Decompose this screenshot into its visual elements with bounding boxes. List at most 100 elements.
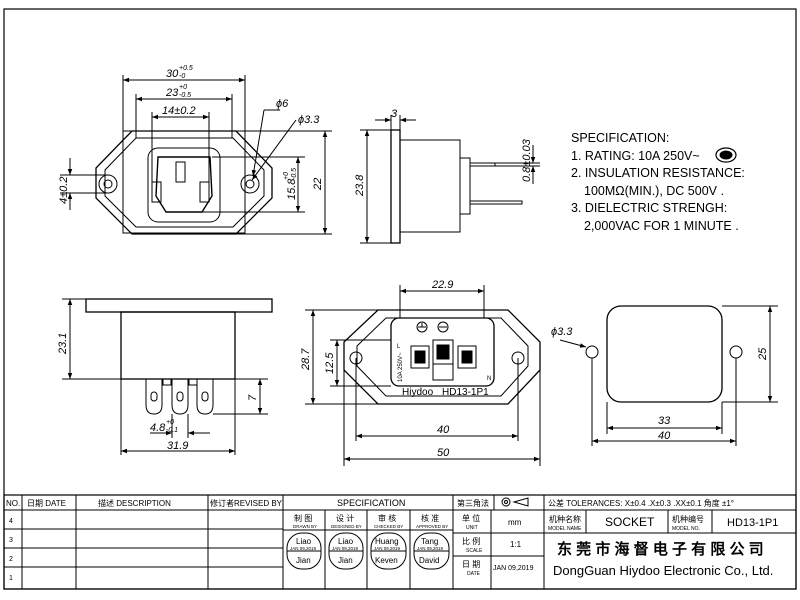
face-terminal-left xyxy=(410,345,430,369)
mount-hole-right-outer xyxy=(240,174,260,194)
side-view-flange xyxy=(390,129,401,244)
product-rating: 10A 250V~ xyxy=(398,352,404,382)
ground-symbol-icon xyxy=(416,321,428,333)
mount-hole-right-inner xyxy=(245,179,255,189)
mount-hole-left-inner xyxy=(103,179,113,189)
top-view-socket-inner xyxy=(155,156,213,213)
screw-icon xyxy=(437,321,449,333)
third-angle-projection-icon xyxy=(501,497,529,507)
spec-line-rating: 1. RATING: 10A 250V~ xyxy=(571,148,700,163)
tb-drawn-name: Liao xyxy=(296,537,312,546)
tb-checked-cn: 审 核 xyxy=(378,513,396,523)
dim-w23: 23 xyxy=(165,87,179,99)
dim-v158-tol-lo: -0.5 xyxy=(291,168,298,180)
dim-w14: 14±0.2 xyxy=(162,105,196,117)
rating-symbol-icon xyxy=(715,147,737,163)
side-view xyxy=(360,115,540,244)
dim-front-48: 4.8 xyxy=(150,422,166,434)
side-view-pin-upper xyxy=(469,162,496,167)
face-view-panel xyxy=(390,317,495,387)
dim-w30: 30 xyxy=(166,68,179,80)
dim-side-08: 0.8±0.03 xyxy=(521,138,533,182)
tb-model-no-value: HD13-1P1 xyxy=(727,517,778,529)
spec-line-dielectric: 3. DIELECTRIC STRENGH: xyxy=(571,201,728,216)
title-block xyxy=(3,494,797,590)
product-mark-n: N xyxy=(487,376,491,382)
face-view-flange-inner xyxy=(356,317,529,397)
terminal-right xyxy=(196,378,214,415)
dim-w23-tol-hi: +0 xyxy=(179,84,187,91)
product-model: HD13-1P1 xyxy=(442,387,489,398)
top-view-flange-inner xyxy=(104,137,265,228)
tb-rev-row-1: 1 xyxy=(9,575,13,582)
side-view-body xyxy=(399,139,471,233)
dim-front-319: 31.9 xyxy=(167,440,188,452)
face-view-flange xyxy=(343,309,541,405)
tb-rev-row-3: 3 xyxy=(9,537,13,544)
tb-scale-value: 1:1 xyxy=(510,540,522,549)
dim-right-40: 40 xyxy=(658,430,671,442)
title-block-frame xyxy=(3,494,797,590)
dim-front-231: 23.1 xyxy=(57,333,69,355)
tb-rev-row-2: 2 xyxy=(9,556,13,563)
dim-v4: 4±0.2 xyxy=(58,177,70,204)
tb-desc-label: 描述 DESCRIPTION xyxy=(98,498,171,508)
tb-checked-name2: Keven xyxy=(375,556,398,565)
tb-scale-cn: 比 例 xyxy=(462,536,480,546)
tb-checked-en: CHECKED BY xyxy=(374,524,403,529)
front-view-flange xyxy=(85,298,273,313)
tb-checked-date: JAN 09,2019 xyxy=(374,546,401,551)
tb-approved-date: JAN 09,2019 xyxy=(417,546,444,551)
tb-tolerance: 公差 TOLERANCES: X±0.4 .X±0.3 .XX±0.1 角度 ±… xyxy=(548,498,734,508)
cutout-hole-left xyxy=(585,345,599,359)
tb-unit-value: mm xyxy=(508,518,522,527)
dim-phi33-top: ϕ3.3 xyxy=(298,114,320,126)
tb-date-en: DATE xyxy=(467,571,481,577)
specification-block: SPECIFICATION: 1. RATING: 10A 250V~ 2. I… xyxy=(571,130,745,236)
product-mark-l: L xyxy=(397,344,401,350)
spec-heading: SPECIFICATION: xyxy=(571,131,670,145)
tb-model-name-cn: 机种名称 xyxy=(549,514,581,524)
dim-right-25: 25 xyxy=(757,347,769,361)
tb-date-value: JAN 09,2019 xyxy=(493,565,534,572)
face-terminal-right xyxy=(457,345,477,369)
dim-mid-287: 28.7 xyxy=(300,348,312,371)
tb-model-name-en: MODEL NAME xyxy=(548,526,582,532)
side-view-pin-lower xyxy=(469,200,523,205)
cutout-hole-right xyxy=(729,345,743,359)
pin-slot-left xyxy=(151,181,162,203)
pin-slot-center xyxy=(175,161,186,183)
tb-date-label: 日期 DATE xyxy=(27,499,66,508)
spec-line-dielectric-value: 2,000VAC FOR 1 MINUTE . xyxy=(584,218,739,233)
tb-designed-date: JAN 09,2019 xyxy=(332,546,359,551)
tb-drawn-date: JAN 09,2019 xyxy=(290,546,317,551)
tb-rev-row-4: 4 xyxy=(9,518,13,525)
dim-right-33: 33 xyxy=(658,415,671,427)
tb-approved-en: APPROVED BY xyxy=(416,524,448,529)
dim-mid-50: 50 xyxy=(437,447,450,459)
tb-designed-en: DESIGNED BY xyxy=(331,524,362,529)
dim-right-phi33: ϕ3.3 xyxy=(551,326,573,338)
dim-w23-tol-lo: -0.5 xyxy=(179,92,191,99)
tb-drawn-cn: 制 图 xyxy=(294,513,312,523)
tb-date-cn: 日 期 xyxy=(462,560,480,569)
tb-model-name-value: SOCKET xyxy=(605,515,655,529)
tb-company-cn: 东 莞 市 海 督 电 子 有 限 公 司 xyxy=(557,540,764,558)
tb-unit-cn: 单 位 xyxy=(462,513,480,523)
front-view-body xyxy=(120,311,236,380)
tb-model-no-cn: 机种编号 xyxy=(672,514,704,524)
tb-approved-cn: 核 准 xyxy=(421,513,439,523)
tb-unit-en: UNIT xyxy=(466,525,478,531)
tb-approved-name2: David xyxy=(419,556,439,565)
dim-phi6: ϕ6 xyxy=(276,98,289,110)
tb-no-label: NO. xyxy=(6,499,20,508)
spec-line-insulation: 2. INSULATION RESISTANCE: xyxy=(571,166,745,181)
dim-v22: 22 xyxy=(312,178,324,191)
product-brand: Hiydoo xyxy=(402,387,434,398)
dim-mid-40: 40 xyxy=(437,424,450,436)
tb-projection-label: 第三角法 xyxy=(457,498,489,508)
cutout-rectangle xyxy=(606,305,723,403)
dim-front-48-tol-lo: -0.1 xyxy=(166,427,178,434)
terminal-center xyxy=(171,378,189,415)
tb-model-no-en: MODEL NO. xyxy=(672,526,700,532)
